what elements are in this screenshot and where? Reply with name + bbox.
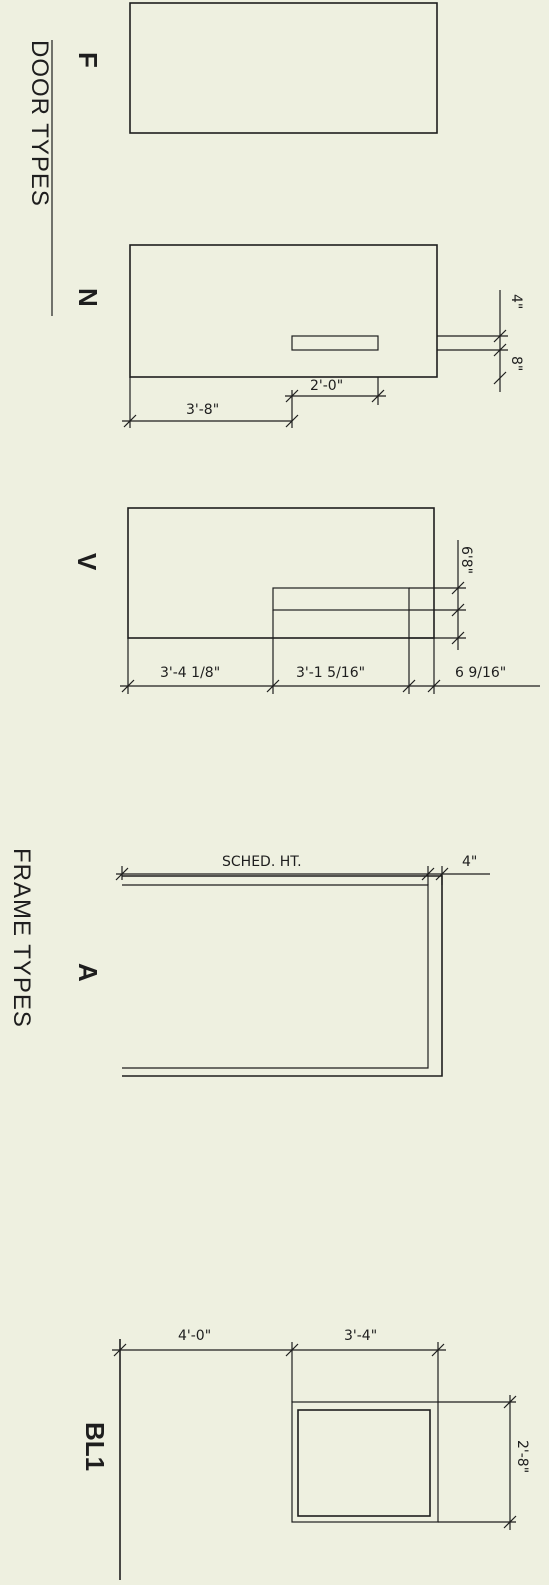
type-n-tick bbox=[493, 343, 507, 357]
type-v-letter: V bbox=[72, 553, 102, 571]
type-v-tick bbox=[451, 603, 465, 617]
type-v-tick bbox=[451, 631, 465, 645]
type-n-tick bbox=[285, 389, 299, 403]
type-bl1-outer-frame bbox=[291, 1401, 439, 1523]
type-bl1-tick bbox=[503, 1395, 517, 1409]
type-bl1-tick bbox=[431, 1343, 445, 1357]
type-n-dim-2-0: 2'-0" bbox=[310, 378, 343, 394]
type-n-tick bbox=[493, 371, 507, 385]
door-type-v-outline bbox=[127, 507, 435, 639]
type-a-tick bbox=[115, 867, 129, 881]
type-bl1-tick bbox=[113, 1343, 127, 1357]
type-a-dim-4in: 4" bbox=[462, 854, 477, 870]
type-bl1-tick bbox=[285, 1343, 299, 1357]
type-n-dim-8in: 8" bbox=[508, 356, 524, 371]
type-a-tick bbox=[435, 867, 449, 881]
type-v-tick bbox=[451, 581, 465, 595]
type-v-dim-3-1-5-16: 3'-1 5/16" bbox=[296, 665, 365, 681]
type-v-tick bbox=[427, 679, 441, 693]
door-types-title: DOOR TYPES bbox=[26, 40, 53, 207]
type-v-dim-6-9-16: 6 9/16" bbox=[455, 665, 506, 681]
type-n-letter: N bbox=[73, 288, 103, 307]
type-v-tick bbox=[266, 679, 280, 693]
frame-types-title: FRAME TYPES bbox=[8, 848, 35, 1028]
type-n-tick bbox=[285, 414, 299, 428]
type-bl1-letter: BL1 bbox=[80, 1422, 110, 1471]
type-n-dim-4in: 4" bbox=[508, 294, 524, 309]
type-a-tick bbox=[421, 867, 435, 881]
type-a-dim-sched-ht: SCHED. HT. bbox=[222, 854, 302, 870]
type-v-tick bbox=[121, 679, 135, 693]
type-f-letter: F bbox=[73, 52, 103, 68]
type-a-letter: A bbox=[73, 963, 103, 982]
frame-type-a-profile bbox=[122, 875, 443, 1077]
type-n-tick bbox=[371, 389, 385, 403]
type-n-tick bbox=[493, 329, 507, 343]
type-bl1-inner-lite bbox=[297, 1409, 431, 1517]
door-type-v-vision-lite bbox=[272, 587, 410, 611]
type-bl1-tick bbox=[503, 1515, 517, 1529]
frame-type-a-inner bbox=[122, 884, 429, 1069]
type-bl1-dim-3-4: 3'-4" bbox=[344, 1328, 377, 1344]
type-n-dim-3-8: 3'-8" bbox=[186, 402, 219, 418]
type-bl1-dim-4-0: 4'-0" bbox=[178, 1328, 211, 1344]
type-bl1-dim-2-8: 2'-8" bbox=[514, 1440, 530, 1473]
type-v-tick bbox=[402, 679, 416, 693]
type-v-dim-6-8: 6'8" bbox=[458, 546, 474, 574]
type-n-tick bbox=[123, 414, 137, 428]
door-type-f-outline bbox=[129, 2, 438, 134]
door-type-n-vision-lite bbox=[291, 335, 379, 351]
door-type-n-outline bbox=[129, 244, 438, 378]
type-v-dim-3-4-1-8: 3'-4 1/8" bbox=[160, 665, 220, 681]
